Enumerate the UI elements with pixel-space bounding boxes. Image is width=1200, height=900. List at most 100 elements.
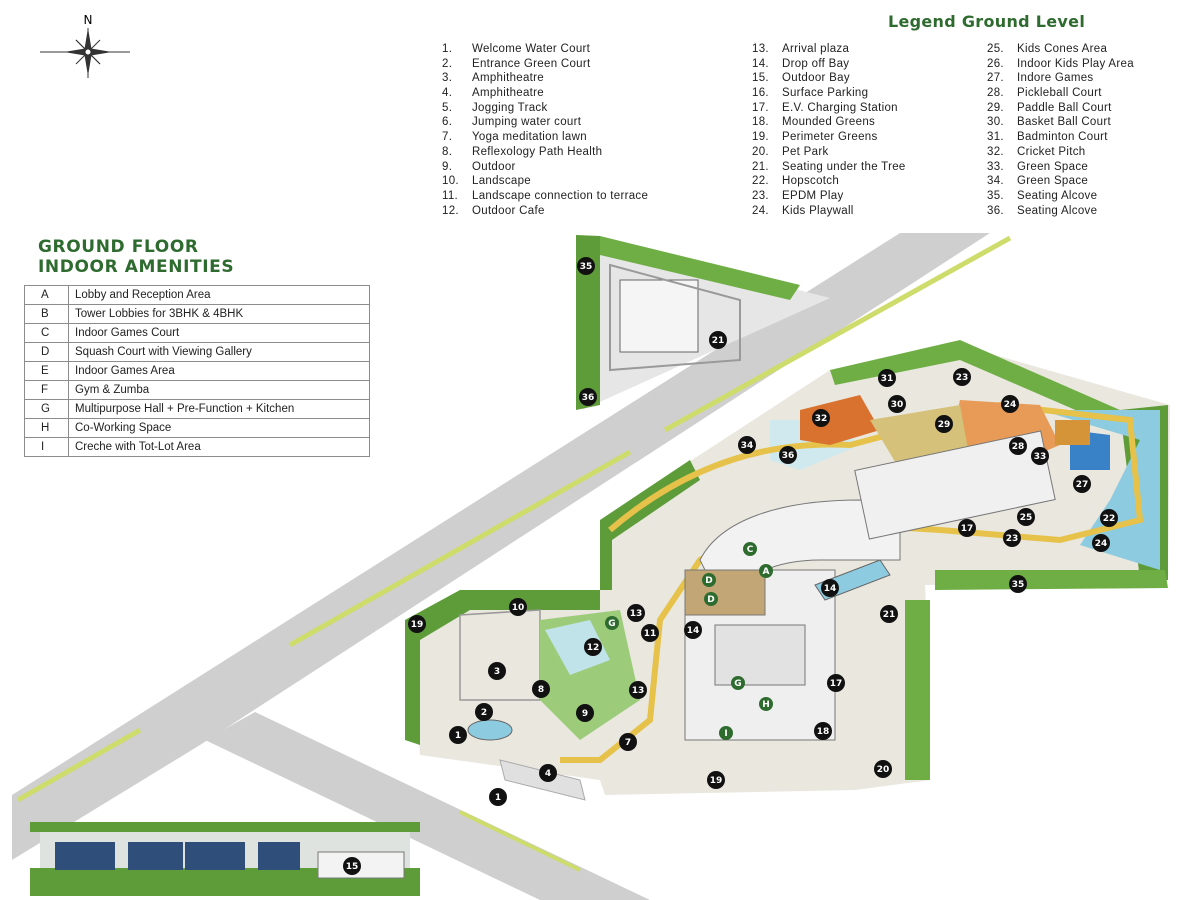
legend-item-number: 23. [752,189,769,202]
legend-item-number: 28. [987,87,1004,100]
map-marker: 14 [821,579,839,597]
map-marker-circle [1073,475,1091,493]
map-marker: 14 [684,621,702,639]
secondary-road-marking [459,810,581,872]
indoor-amenity-label: Indoor Games Court [68,323,370,343]
map-marker-label: 24 [1004,400,1017,410]
site-plan-map: 1123478910111213131414151717181919202121… [12,233,1170,900]
legend-item: 5.Jogging Track [442,101,742,116]
map-marker-label: 22 [1103,514,1116,524]
map-marker: 31 [878,369,896,387]
welcome-water-court [467,719,513,741]
legend-item: 34.Green Space [987,174,1197,189]
map-marker-circle [627,604,645,622]
map-marker: 24 [1001,395,1019,413]
indoor-zone-label: I [724,729,727,739]
map-marker-label: 33 [1034,452,1047,462]
legend-item-label: Arrival plaza [782,43,850,55]
map-marker-label: 23 [956,373,969,383]
legend-item-label: Indore Games [1017,72,1094,85]
legend-item-number: 11. [442,189,459,202]
map-marker-label: 29 [938,420,951,430]
map-marker: 24 [1092,534,1110,552]
legend-item-number: 21. [752,160,769,173]
map-marker: 29 [935,415,953,433]
map-marker-circle [707,771,725,789]
indoor-zone-marker: I [719,726,733,740]
legend-item-label: Seating under the Tree [782,160,906,173]
map-marker: 27 [1073,475,1091,493]
legend-item: 8.Reflexology Path Health [442,145,742,160]
legend-item-label: EPDM Play [782,189,844,202]
map-marker: 11 [641,624,659,642]
legend-item-label: Mounded Greens [782,116,876,129]
legend-title: Legend Ground Level [888,12,1086,31]
secondary-road [205,712,650,900]
legend-item: 20. Pet Park [752,145,972,160]
legend-item-label: Pet Park [782,145,829,158]
legend-item: 4.Amphitheatre [442,86,742,101]
map-marker-label: 10 [512,603,525,613]
legend-item-number: 10. [442,175,459,188]
map-marker-label: 1 [495,793,501,803]
main-road-marking-1 [16,727,142,803]
map-marker-circle [1009,437,1027,455]
map-marker-label: 20 [877,765,890,775]
legend-item-number: 2. [442,57,453,70]
map-marker: 21 [709,331,727,349]
map-marker-circle [1001,395,1019,413]
indoor-zone-marker: A [759,564,773,578]
indoor-title-line-2: INDOOR AMENITIES [38,257,235,277]
legend-item-number: 20. [752,145,769,158]
legend-item-number: 13. [752,43,769,55]
indoor-zone-label: D [707,595,714,605]
map-marker-label: 2 [481,708,487,718]
map-marker-circle [935,415,953,433]
legend-item-label: E.V. Charging Station [782,101,898,114]
legend-item: 13. Arrival plaza [752,42,972,57]
indoor-amenity-label: Squash Court with Viewing Gallery [68,342,370,362]
main-road-marking-2 [288,449,632,648]
north-compass-icon: N [40,13,130,78]
map-marker-label: 8 [538,685,544,695]
legend-item-label: Outdoor Cafe [472,204,545,217]
legend-item: 33. Green Space [987,160,1197,175]
legend-item-number: 4. [442,87,453,100]
legend-item-label: Jogging Track [472,101,548,114]
map-marker-circle [1031,447,1049,465]
map-marker-label: 30 [891,400,904,410]
legend-item-number: 34. [987,175,1004,188]
legend-item-label: Outdoor Bay [782,72,850,85]
legend-item: 30.Basket Ball Court [987,115,1197,130]
map-marker-circle [488,662,506,680]
legend-item: 28.Pickleball Court [987,86,1197,101]
indoor-zone-circle [605,616,619,630]
map-marker-circle [878,369,896,387]
map-marker-label: 34 [741,441,754,451]
compass-north-label: N [84,13,93,27]
legend-item-label: Reflexology Path Health [472,145,603,158]
map-marker-circle [684,621,702,639]
map-marker-label: 1 [455,731,461,741]
legend-item-label: Seating Alcove [1017,204,1098,217]
map-marker-circle [343,857,361,875]
legend-item-label: Basket Ball Court [1017,116,1111,129]
legend-item: 10.Landscape [442,174,742,189]
map-marker-label: 17 [830,679,843,689]
map-marker-label: 27 [1076,480,1089,490]
map-marker-label: 23 [1006,534,1019,544]
legend-item-number: 29. [987,101,1004,114]
legend-item-label: Green Space [1017,160,1089,173]
legend-item: 15.Outdoor Bay [752,71,972,86]
map-marker-label: 28 [1012,442,1025,452]
legend-item: 1.Welcome Water Court [442,42,742,57]
indoor-amenity-label: Tower Lobbies for 3BHK & 4BHK [68,304,370,324]
clubhouse-block-east [854,430,1056,540]
map-marker: 1 [449,726,467,744]
legend-item-number: 33. [987,160,1004,173]
map-marker: 34 [738,436,756,454]
legend-item: 32.Cricket Pitch [987,145,1197,160]
legend-item: 25.Kids Cones Area [987,42,1197,57]
legend-item: 27.Indore Games [987,71,1197,86]
legend-item-label: Cricket Pitch [1017,145,1086,158]
